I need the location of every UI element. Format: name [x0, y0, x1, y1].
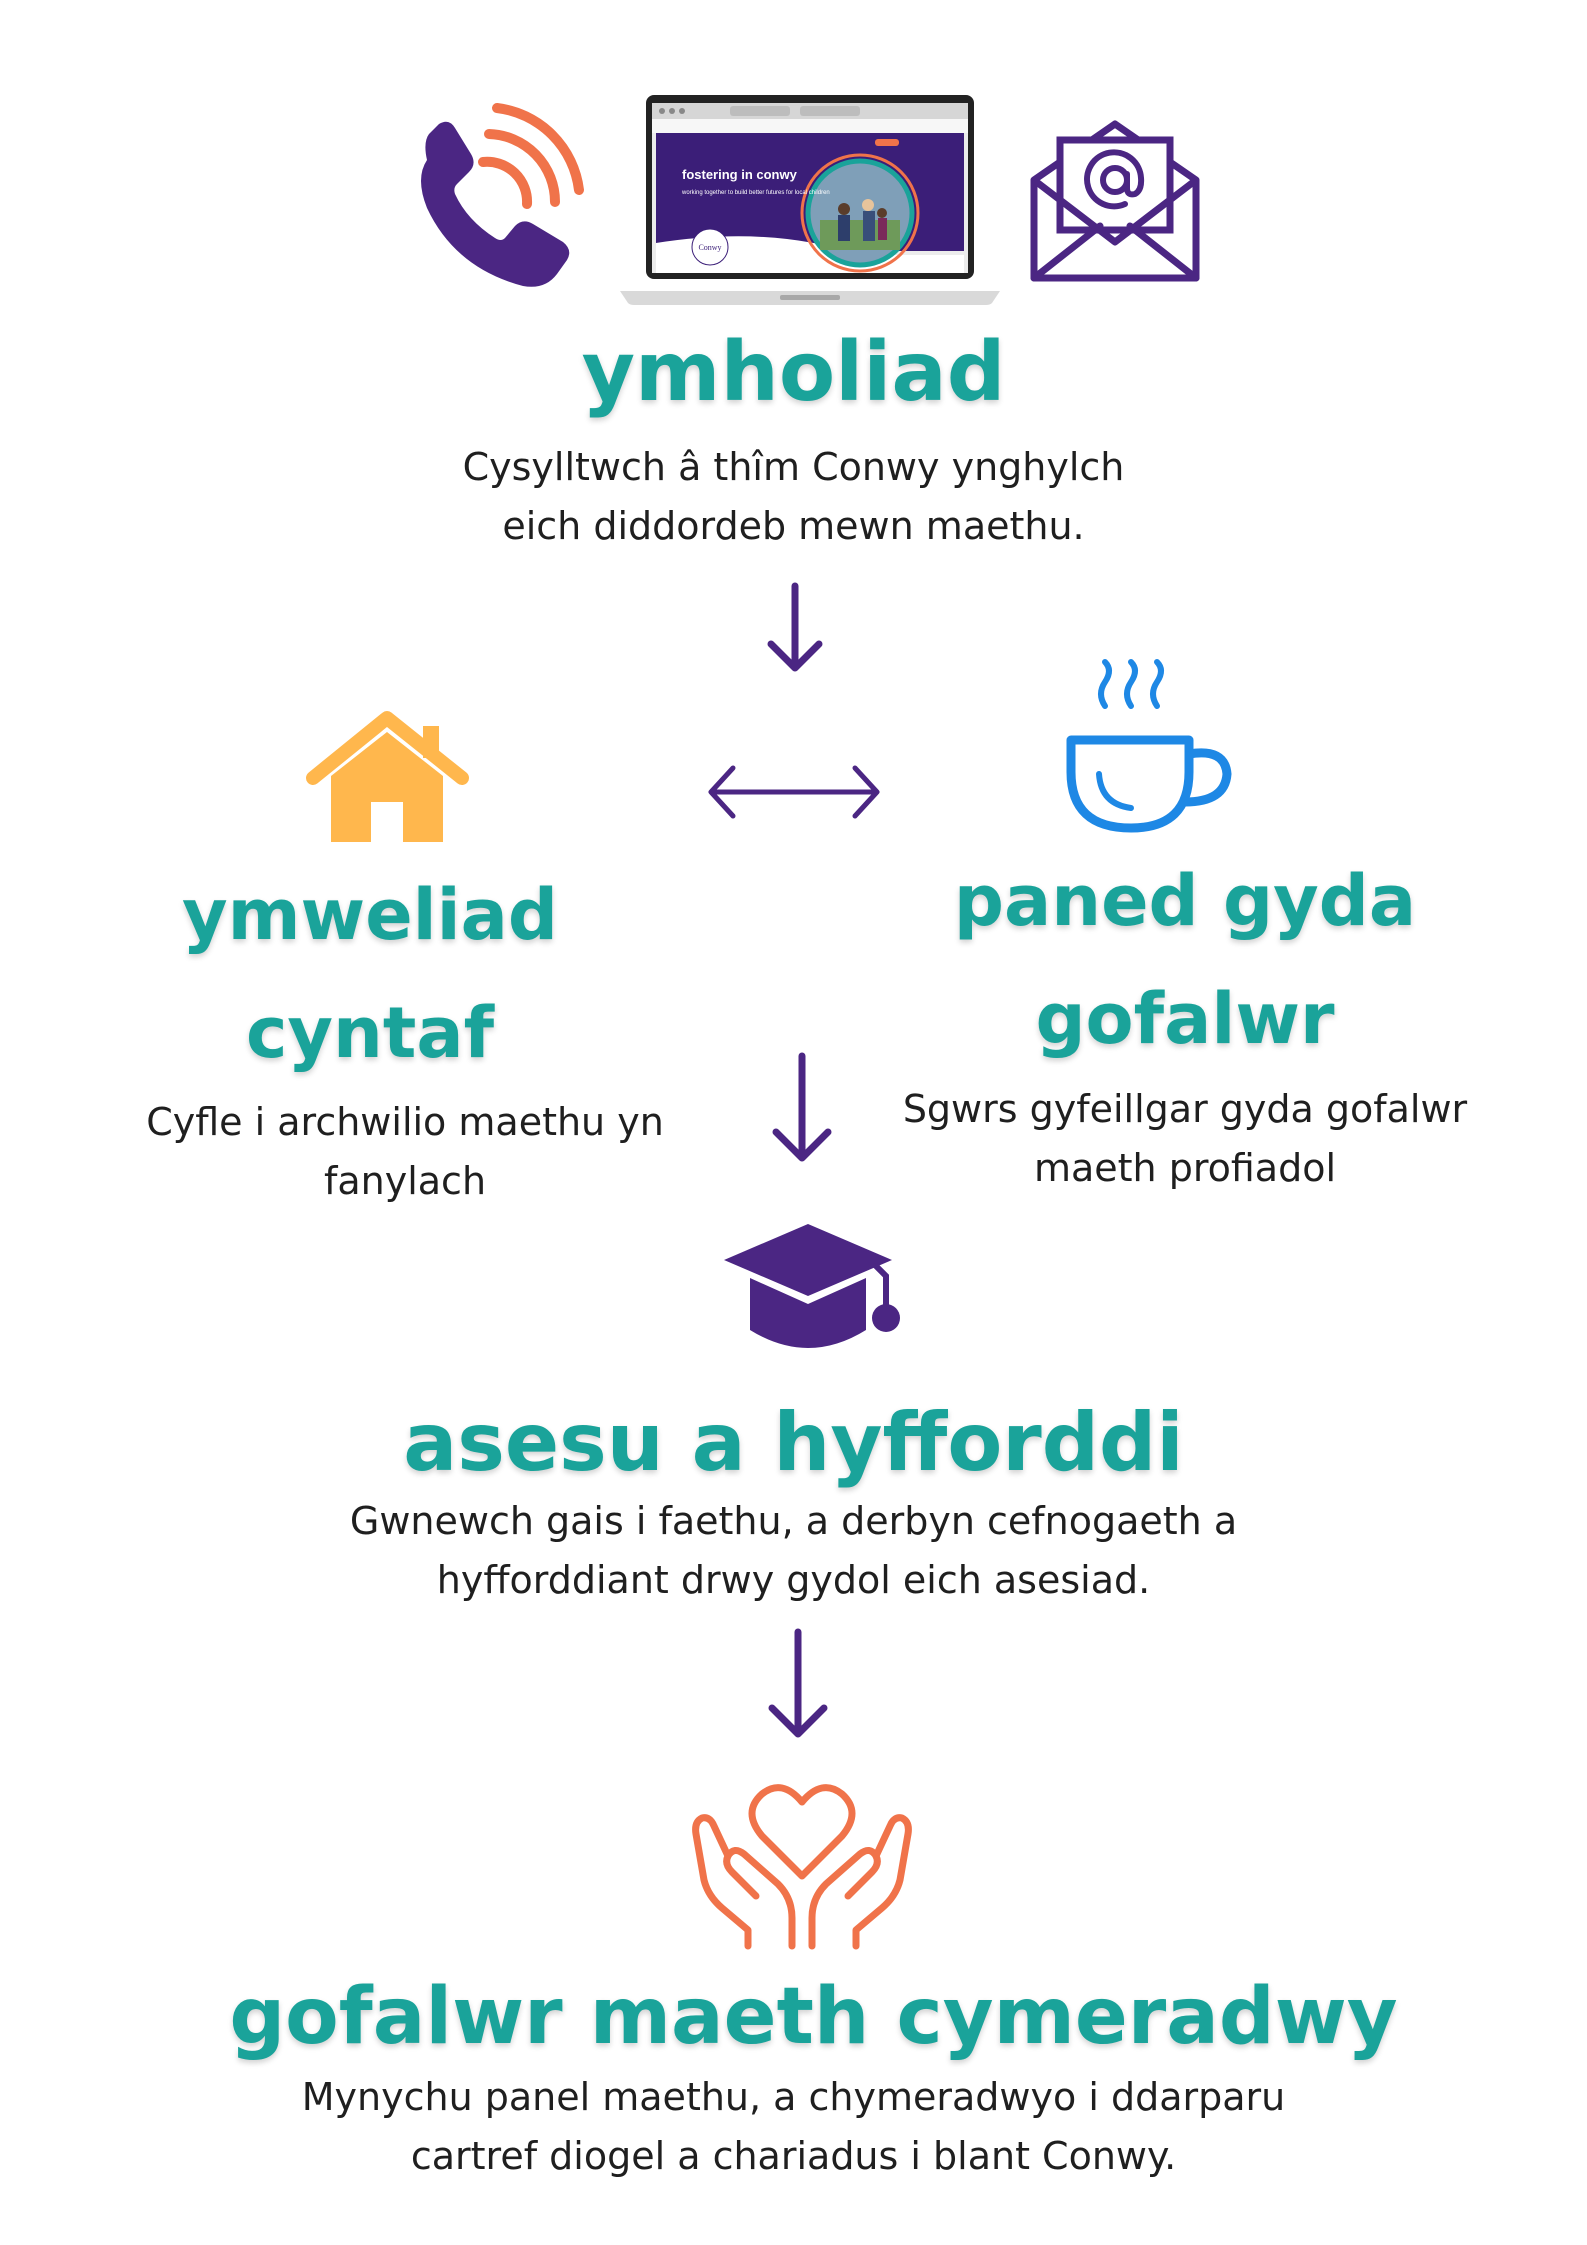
- step-title-first-visit: ymweliad cyntaf: [120, 856, 620, 1092]
- desc-line: fanylach: [323, 1159, 487, 1203]
- step-desc-cuppa: Sgwrs gyfeillgar gyda gofalwr maeth prof…: [890, 1080, 1480, 1198]
- laptop-logo: Conwy: [698, 243, 721, 252]
- step-desc-assessment: Gwnewch gais i faethu, a derbyn cefnogae…: [0, 1492, 1587, 1610]
- desc-line: Sgwrs gyfeillgar gyda gofalwr: [902, 1087, 1468, 1131]
- desc-line: Cyfle i archwilio maethu yn: [146, 1100, 664, 1144]
- step-desc-approved: Mynychu panel maethu, a chymeradwyo i dd…: [0, 2068, 1587, 2186]
- desc-line: hyfforddiant drwy gydol eich asesiad.: [436, 1558, 1151, 1602]
- double-arrow-icon: [708, 765, 880, 819]
- step-title-enquiry: ymholiad: [581, 325, 1006, 420]
- arrow-down-icon: [768, 1628, 828, 1738]
- arrow-down-icon: [772, 1052, 832, 1162]
- phone-icon: [421, 103, 584, 287]
- step-title-approved: gofalwr maeth cymeradwy: [229, 1972, 1398, 2062]
- heart-in-hands-icon: [692, 1784, 912, 1950]
- desc-line: eich diddordeb mewn maethu.: [502, 504, 1085, 548]
- laptop-headline: fostering in conwy: [682, 167, 798, 182]
- laptop-website-icon: fostering in conwy working together to b…: [620, 95, 1000, 305]
- title-line: ymweliad: [181, 874, 559, 956]
- title-line: paned gyda: [953, 860, 1417, 942]
- graduation-cap-icon: [724, 1224, 900, 1348]
- coffee-cup-icon: [1066, 659, 1232, 833]
- laptop-tagline: working together to build better futures…: [681, 190, 830, 196]
- step-title-assessment: asesu a hyfforddi: [403, 1396, 1184, 1489]
- desc-line: cartref diogel a chariadus i blant Conwy…: [410, 2134, 1177, 2178]
- desc-line: Mynychu panel maethu, a chymeradwyo i dd…: [301, 2075, 1286, 2119]
- house-icon: [306, 711, 469, 842]
- title-line: gofalwr: [1035, 978, 1335, 1060]
- step-title-cuppa: paned gyda gofalwr: [905, 842, 1465, 1078]
- desc-line: Cysylltwch â thîm Conwy ynghylch: [462, 445, 1125, 489]
- title-line: cyntaf: [245, 992, 495, 1074]
- step-desc-enquiry: Cysylltwch â thîm Conwy ynghylch eich di…: [0, 438, 1587, 556]
- desc-line: Gwnewch gais i faethu, a derbyn cefnogae…: [349, 1499, 1238, 1543]
- step-desc-first-visit: Cyfle i archwilio maethu yn fanylach: [110, 1093, 700, 1211]
- arrow-down-icon: [767, 582, 823, 672]
- email-icon: [1030, 120, 1200, 282]
- desc-line: maeth profiadol: [1033, 1146, 1337, 1190]
